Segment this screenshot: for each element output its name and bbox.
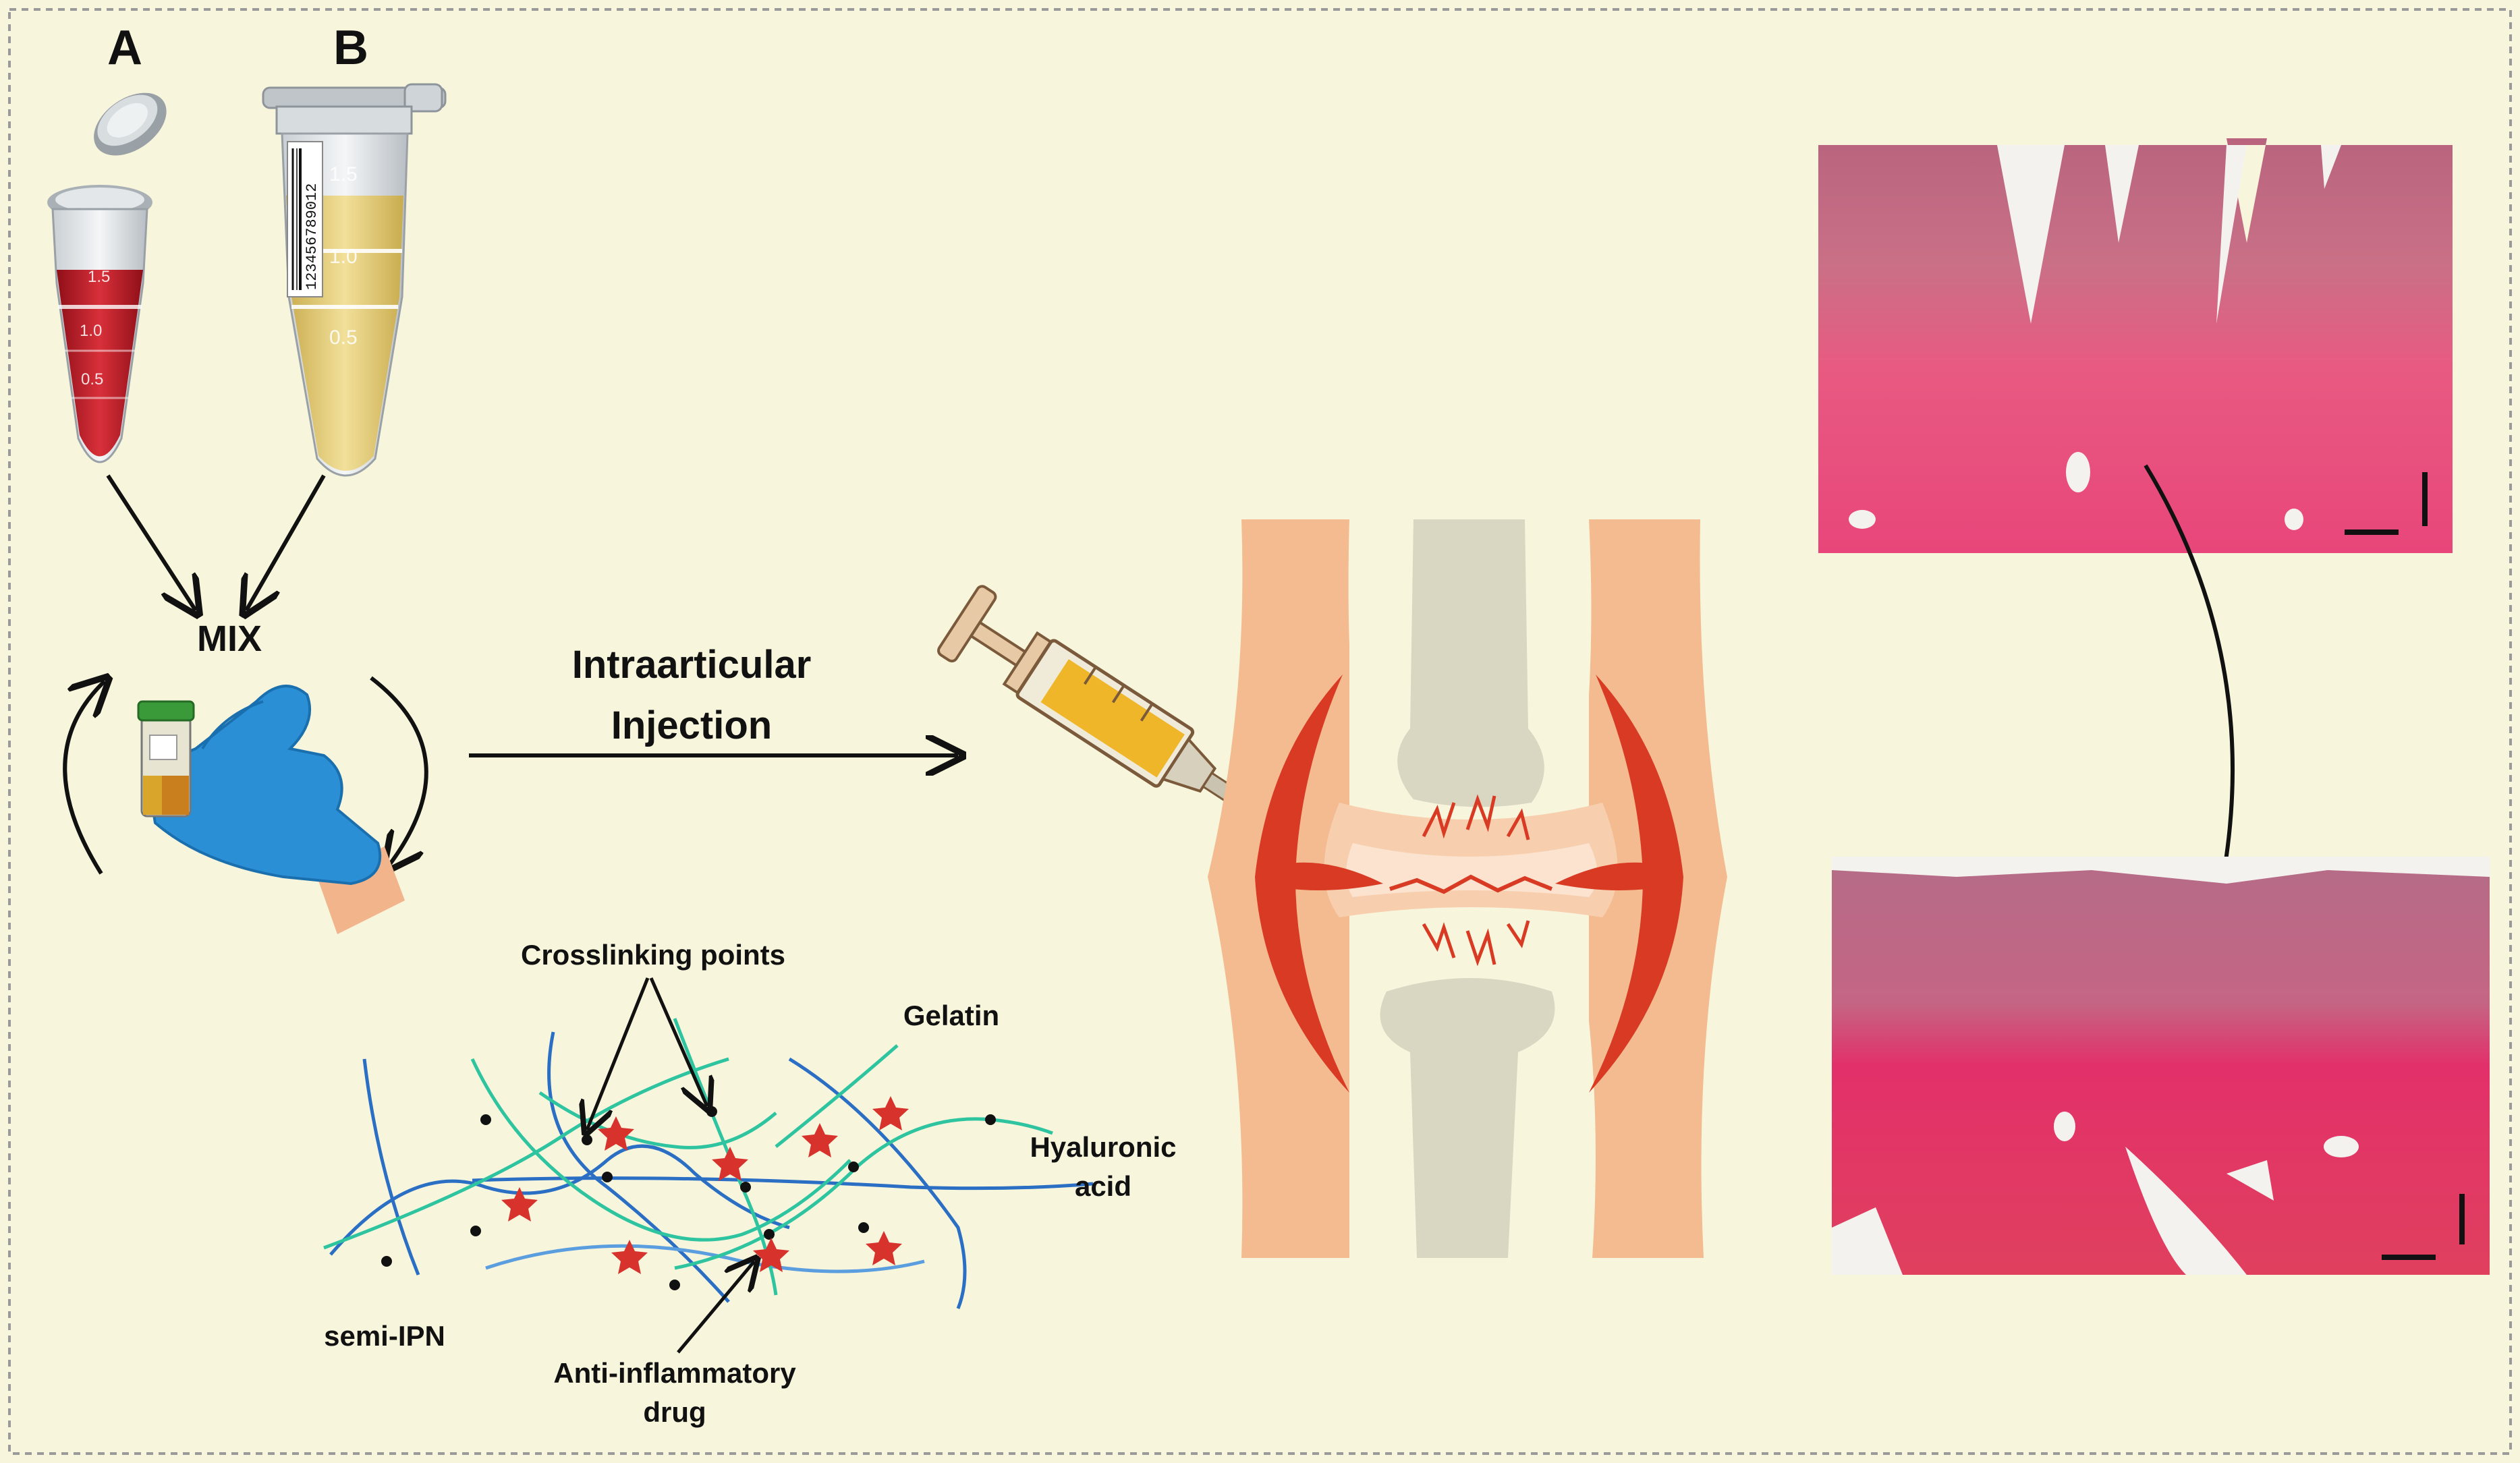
gelatin-label: Gelatin xyxy=(903,1000,999,1031)
tube-a-mark-3: 0.5 xyxy=(81,370,103,389)
barcode-icon xyxy=(291,148,302,290)
tube-b-icon: 1.5 1.0 0.5 123456789012 xyxy=(262,83,447,477)
tube-a-mark-2: 1.0 xyxy=(80,322,102,340)
polymer-network-icon xyxy=(323,1018,1094,1309)
crosslink-pointer-2 xyxy=(649,977,707,1106)
rotate-arrow-left xyxy=(63,681,105,875)
arrow-b-to-mix xyxy=(246,474,326,610)
arrow-a-to-mix xyxy=(106,474,196,610)
tube-b-mark-3: 0.5 xyxy=(329,326,358,349)
tube-a-mark-1: 1.5 xyxy=(88,268,110,286)
syringe-icon xyxy=(937,585,1268,820)
hand-glove-icon xyxy=(137,685,405,934)
pain-lightning-icon xyxy=(1422,794,1530,967)
knee-joint-icon xyxy=(1208,519,1727,1258)
semi-ipn-label: semi-IPN xyxy=(324,1320,445,1352)
barcode-number: 123456789012 xyxy=(304,183,320,290)
hyaluronic-label-line1: Hyaluronic xyxy=(1030,1131,1176,1163)
histology-image-after xyxy=(1832,857,2490,1275)
injection-label-line1: Intraarticular xyxy=(572,643,812,687)
rotate-arrow-right xyxy=(370,676,428,867)
tube-b-label: B xyxy=(333,21,368,75)
drug-label-line2: drug xyxy=(643,1396,706,1428)
crosslinking-label: Crosslinking points xyxy=(521,939,785,971)
drug-pointer xyxy=(677,1261,754,1354)
histology-image-before xyxy=(1818,138,2453,553)
mix-label: MIX xyxy=(197,619,262,659)
crosslink-points xyxy=(381,1106,996,1290)
drug-label-line1: Anti-inflammatory xyxy=(553,1357,796,1389)
crosslink-pointer-1 xyxy=(587,977,650,1130)
hyaluronic-label-line2: acid xyxy=(1075,1170,1131,1202)
tube-b-mark-1: 1.5 xyxy=(329,163,358,185)
tube-a-icon: 1.5 1.0 0.5 xyxy=(47,92,167,463)
drug-stars xyxy=(501,1096,909,1274)
injection-label-line2: Injection xyxy=(611,704,772,747)
tube-b-mark-2: 1.0 xyxy=(329,246,358,268)
tube-a-label: A xyxy=(107,21,142,75)
